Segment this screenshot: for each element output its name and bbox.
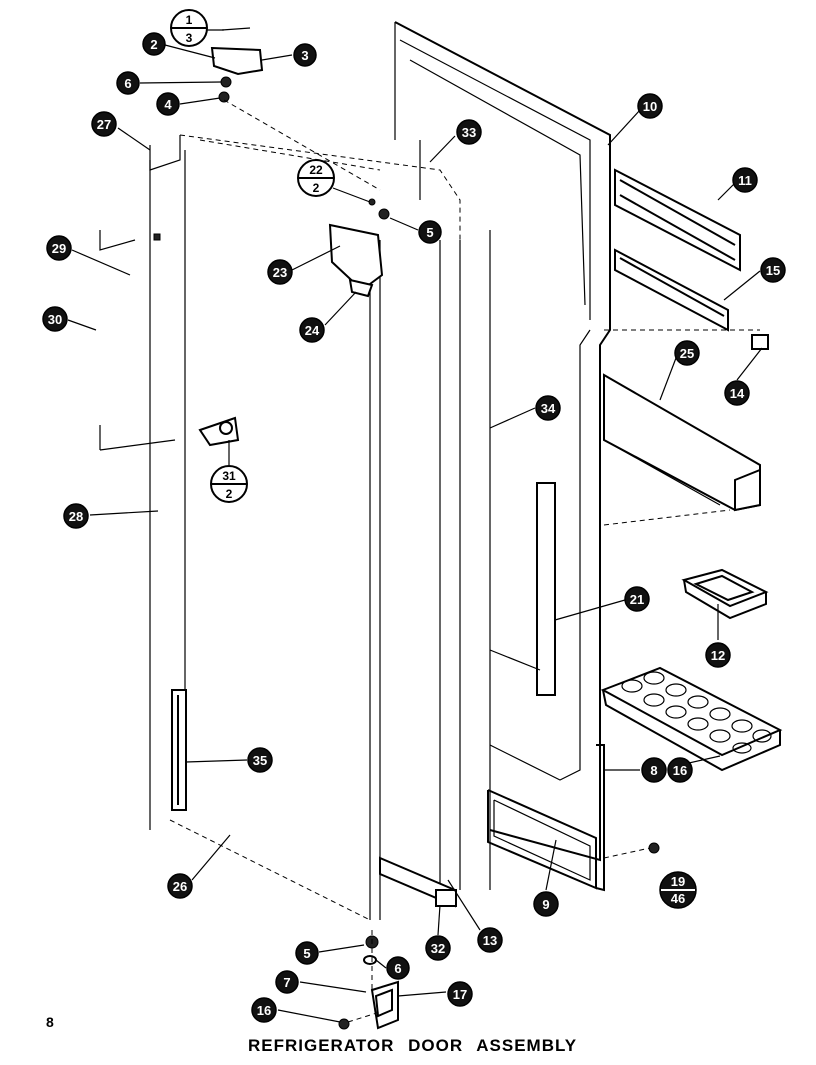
callout-14-label: 14 <box>730 386 745 401</box>
egg-tray <box>600 666 783 772</box>
callout-8-label: 8 <box>650 763 657 778</box>
callout-3: 3 <box>293 43 317 67</box>
upper-hinge-bracket <box>210 27 381 191</box>
callout-17: 17 <box>447 981 473 1007</box>
callout-35-label: 35 <box>253 753 267 768</box>
callout-16-bottom-label: 16 <box>257 1003 271 1018</box>
callout-1-3-top: 1 <box>186 13 193 27</box>
callout-26-label: 26 <box>173 879 187 894</box>
callout-24: 24 <box>299 317 325 343</box>
callout-21: 21 <box>624 586 650 612</box>
callout-3-label: 3 <box>301 48 308 63</box>
callout-28: 28 <box>63 503 89 529</box>
callout-33-label: 33 <box>462 125 476 140</box>
callout-26: 26 <box>167 873 193 899</box>
callout-12: 12 <box>705 642 731 668</box>
inner-door-liner <box>394 21 611 862</box>
callout-32: 32 <box>425 935 451 961</box>
callout-21-label: 21 <box>630 592 644 607</box>
callout-13: 13 <box>477 927 503 953</box>
callout-29: 29 <box>46 235 72 261</box>
callout-6-bottom: 6 <box>386 956 410 980</box>
callout-30: 30 <box>42 306 68 332</box>
callout-11-label: 11 <box>738 173 752 188</box>
diagram-title: REFRIGERATOR DOOR ASSEMBLY <box>248 1036 578 1055</box>
butter-dish <box>681 568 769 620</box>
callout-5-bottom: 5 <box>295 941 319 965</box>
callout-16-egg: 16 <box>667 757 693 783</box>
callout-5-top-label: 5 <box>426 225 433 240</box>
callout-17-label: 17 <box>453 987 467 1002</box>
shelf-rail-upper <box>614 168 741 272</box>
callout-6-bottom-label: 6 <box>394 961 401 976</box>
callout-7: 7 <box>275 970 299 994</box>
callout-14: 14 <box>724 380 750 406</box>
outer-door-panel <box>149 134 491 921</box>
callout-6-top-label: 6 <box>124 76 131 91</box>
callout-35: 35 <box>247 747 273 773</box>
callout-29-label: 29 <box>52 241 66 256</box>
callout-22-2: 22 2 <box>297 159 335 197</box>
page-number: 8 <box>46 1014 54 1030</box>
lower-hinge-mount <box>99 416 240 451</box>
callout-31-2: 31 2 <box>210 465 248 503</box>
callout-31-2-bottom: 2 <box>226 487 233 501</box>
callout-27: 27 <box>91 111 117 137</box>
callout-33: 33 <box>456 119 482 145</box>
callout-12-label: 12 <box>711 648 725 663</box>
upper-left-brackets <box>99 230 161 251</box>
callout-32-label: 32 <box>431 941 445 956</box>
callout-15-label: 15 <box>766 263 780 278</box>
door-shelf <box>603 329 761 526</box>
callout-1-3: 1 3 <box>170 9 208 47</box>
callout-9: 9 <box>533 891 559 917</box>
callout-34-label: 34 <box>541 401 556 416</box>
callout-25-label: 25 <box>680 346 694 361</box>
callout-10: 10 <box>637 93 663 119</box>
callout-23-label: 23 <box>273 265 287 280</box>
callout-11: 11 <box>732 167 758 193</box>
callout-2-label: 2 <box>150 37 157 52</box>
callout-25: 25 <box>674 340 700 366</box>
callout-8: 8 <box>641 757 667 783</box>
callout-22-2-top: 22 <box>309 163 323 177</box>
dairy-compartment-frame <box>487 744 605 892</box>
callout-24-label: 24 <box>305 323 320 338</box>
callout-7-label: 7 <box>283 975 290 990</box>
shelf-screw <box>603 842 660 859</box>
callout-28-label: 28 <box>69 509 83 524</box>
callout-9-label: 9 <box>542 897 549 912</box>
callout-19-46-top: 19 <box>671 874 685 889</box>
callout-16-egg-label: 16 <box>673 763 687 778</box>
callout-5-top: 5 <box>418 220 442 244</box>
callout-15: 15 <box>760 257 786 283</box>
callout-27-label: 27 <box>97 117 111 132</box>
callout-13-label: 13 <box>483 933 497 948</box>
shelf-clip <box>751 334 769 350</box>
callout-16-bottom: 16 <box>251 997 277 1023</box>
callout-5-bottom-label: 5 <box>303 946 310 961</box>
callout-4: 4 <box>156 92 180 116</box>
callout-4-label: 4 <box>164 97 172 112</box>
callout-19-46-bottom: 46 <box>671 891 685 906</box>
bottom-trim <box>379 856 457 908</box>
handle-strip <box>171 689 187 811</box>
callout-1-3-bottom: 3 <box>186 31 193 45</box>
hinge-cover-assembly <box>328 198 390 298</box>
callout-23: 23 <box>267 259 293 285</box>
callout-2: 2 <box>142 32 166 56</box>
callout-34: 34 <box>535 395 561 421</box>
leader-lines <box>67 29 763 1023</box>
callout-6-top: 6 <box>116 71 140 95</box>
vertical-trim-strip <box>489 482 556 696</box>
callout-22-2-bottom: 2 <box>313 181 320 195</box>
callout-19-46: 19 46 <box>659 871 697 909</box>
callout-31-2-top: 31 <box>222 469 236 483</box>
shelf-rail-lower <box>614 248 729 332</box>
callout-30-label: 30 <box>48 312 62 327</box>
lower-hinge-parts <box>338 930 399 1030</box>
callout-10-label: 10 <box>643 99 657 114</box>
